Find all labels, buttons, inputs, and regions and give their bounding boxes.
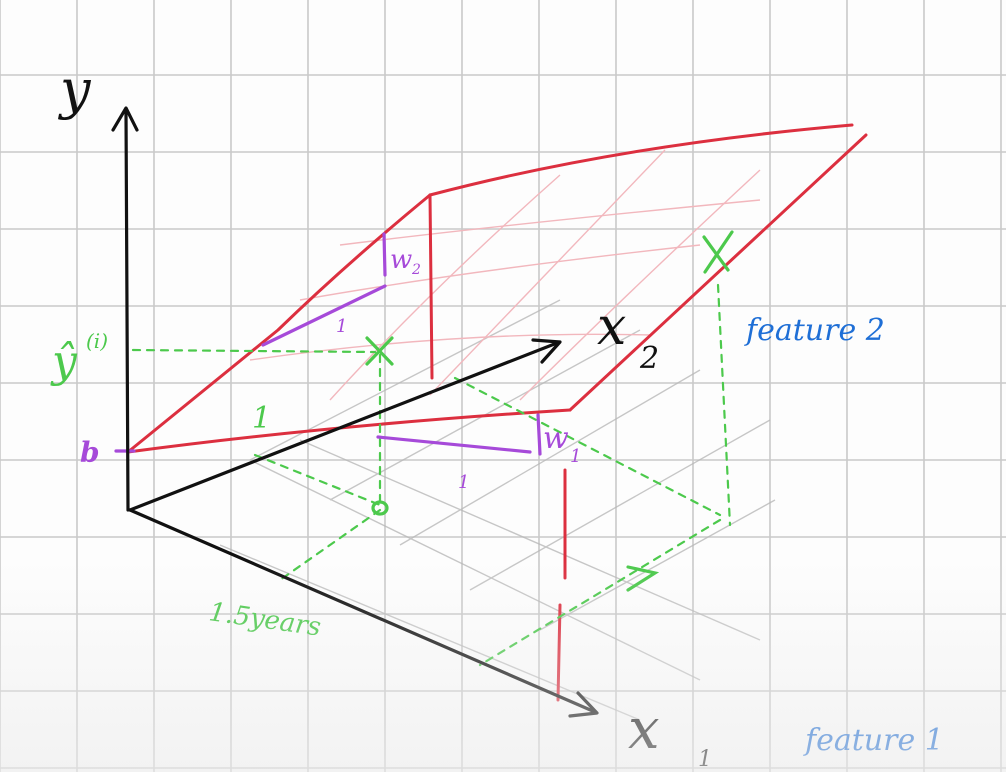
- floor-dashed-line: [253, 453, 382, 507]
- floor-dashed-line: [478, 518, 722, 667]
- floor-line: [249, 459, 701, 681]
- sample-point-x-mark: [702, 230, 734, 274]
- w1-label: w: [543, 421, 569, 456]
- years-label: 1.5years: [207, 597, 323, 642]
- sample-point-x-mark: [365, 336, 394, 366]
- plane-edge-front: [126, 408, 572, 454]
- plane-edge-left: [126, 193, 432, 454]
- unit-label: 1: [458, 472, 469, 493]
- unit-label: 1: [336, 316, 347, 337]
- x2-axis: [128, 341, 559, 512]
- plane-edge-right: [568, 133, 868, 412]
- floor-line: [399, 369, 701, 546]
- floor-grid: [219, 299, 776, 721]
- plane-mesh-line: [249, 333, 651, 361]
- weight-segments: [114, 232, 542, 456]
- feature-1-label: feature 1: [803, 723, 944, 758]
- prediction-label: ŷ: [50, 336, 78, 387]
- x1-axis-subscript: 1: [698, 747, 712, 772]
- floor-dashed-line: [453, 376, 722, 517]
- w1-run-segment: [376, 435, 532, 454]
- prediction-superscript: (i): [86, 329, 108, 353]
- floor-line: [539, 499, 776, 631]
- y-axis-label: y: [58, 58, 92, 121]
- w2-run-segment: [261, 284, 387, 347]
- x2-axis-subscript: 2: [639, 341, 659, 376]
- drop-dashed-line: [716, 283, 732, 527]
- sample-point-origin-mark: [371, 500, 389, 516]
- x1-axis-label: x: [628, 697, 660, 762]
- y-axis-arrowhead: [111, 106, 139, 132]
- plane-mesh-line: [339, 199, 761, 246]
- plane-vertical-drop: [556, 603, 562, 702]
- plane-mesh-line: [519, 169, 761, 401]
- x1-axis: [128, 508, 597, 714]
- plane-edge-back: [428, 123, 854, 197]
- w2-subscript: 2: [411, 262, 421, 278]
- plane-vertical-left: [428, 193, 434, 380]
- y-axis: [124, 110, 130, 512]
- w1-subscript: 1: [570, 446, 581, 467]
- feature-2-label: feature 2: [744, 313, 885, 348]
- w2-label: w: [390, 245, 412, 275]
- green-unit-label: 1: [252, 401, 271, 436]
- floor-line: [249, 299, 561, 461]
- x2-axis-arrowhead: [531, 338, 562, 364]
- floor-dashed-line: [278, 508, 382, 582]
- intercept-label: b: [80, 436, 100, 469]
- plane-mesh-line: [429, 149, 666, 396]
- x2-axis-label: x: [597, 297, 626, 357]
- plane-mesh-line: [329, 174, 561, 401]
- plane-mesh: [249, 149, 761, 401]
- prediction-dashed-line: [131, 348, 377, 354]
- floor-line: [299, 439, 761, 641]
- plane-mesh-line: [299, 244, 701, 301]
- w2-rise-segment: [382, 232, 387, 277]
- w1-rise-segment: [536, 413, 542, 456]
